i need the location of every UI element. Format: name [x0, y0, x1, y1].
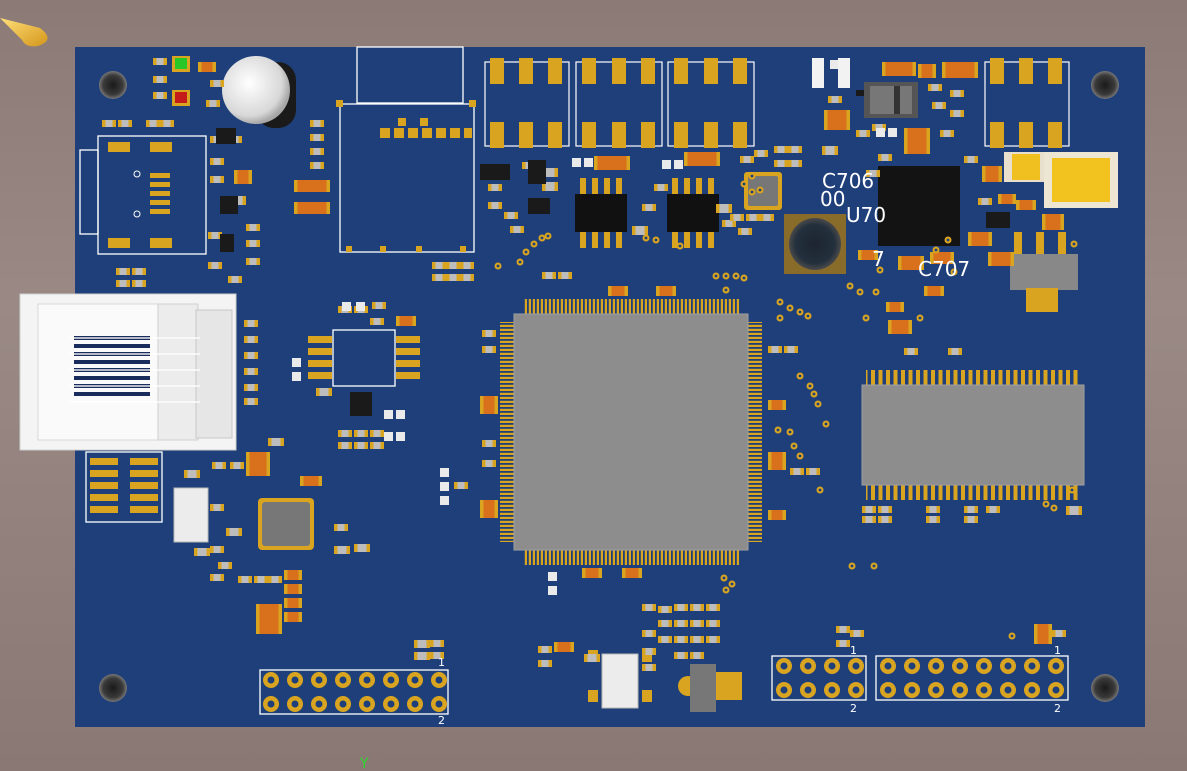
designator-c706: C706: [822, 169, 874, 193]
soic-transceiver[interactable]: [308, 329, 420, 387]
header-mid-pin2-label: 2: [850, 702, 857, 715]
voltage-regulator[interactable]: [1010, 232, 1078, 312]
memory-tsop[interactable]: [861, 370, 1085, 500]
soic-footprint: [85, 451, 163, 523]
tantalum-capacitors: [1004, 152, 1118, 208]
sot223-regulator: [678, 664, 742, 712]
buzzer[interactable]: [222, 56, 296, 128]
y-axis-label: Y: [359, 756, 369, 771]
vias: [494, 172, 1078, 640]
rj45-connector[interactable]: [19, 293, 237, 451]
pin-header-bottom-left[interactable]: [259, 669, 449, 715]
led-red: [172, 90, 190, 106]
led-green: [172, 56, 190, 72]
header-mid-pin1-label: 1: [850, 644, 857, 657]
designator-fragment-00: 00: [820, 187, 845, 211]
top-relay-array[interactable]: [484, 58, 1070, 148]
diode-sma: [864, 82, 918, 118]
header-left-pin1-label: 1: [438, 656, 445, 669]
power-ic[interactable]: [878, 166, 960, 246]
designator-c707: C707: [918, 257, 970, 281]
pin-header-bottom-mid[interactable]: [771, 655, 867, 701]
header-right-pin2-label: 2: [1054, 702, 1061, 715]
mounting-holes: [99, 71, 1119, 702]
main-mcu-qfp[interactable]: [500, 299, 762, 565]
pin-header-bottom-right[interactable]: [875, 655, 1069, 701]
power-inductor[interactable]: [784, 214, 846, 274]
crystal: [173, 487, 652, 709]
usb-connector[interactable]: [79, 135, 207, 255]
header-left-pin2-label: 2: [438, 714, 445, 727]
cone-pointer-icon: [0, 18, 48, 47]
sd-card-slot[interactable]: [336, 46, 476, 253]
designator-fragment-7: 7: [872, 247, 885, 271]
designator-u70: U70: [846, 203, 886, 227]
qfn-chip: [258, 498, 314, 550]
soic-drivers[interactable]: [575, 178, 719, 248]
smd-passives: [102, 58, 1082, 671]
header-right-pin1-label: 1: [1054, 644, 1061, 657]
